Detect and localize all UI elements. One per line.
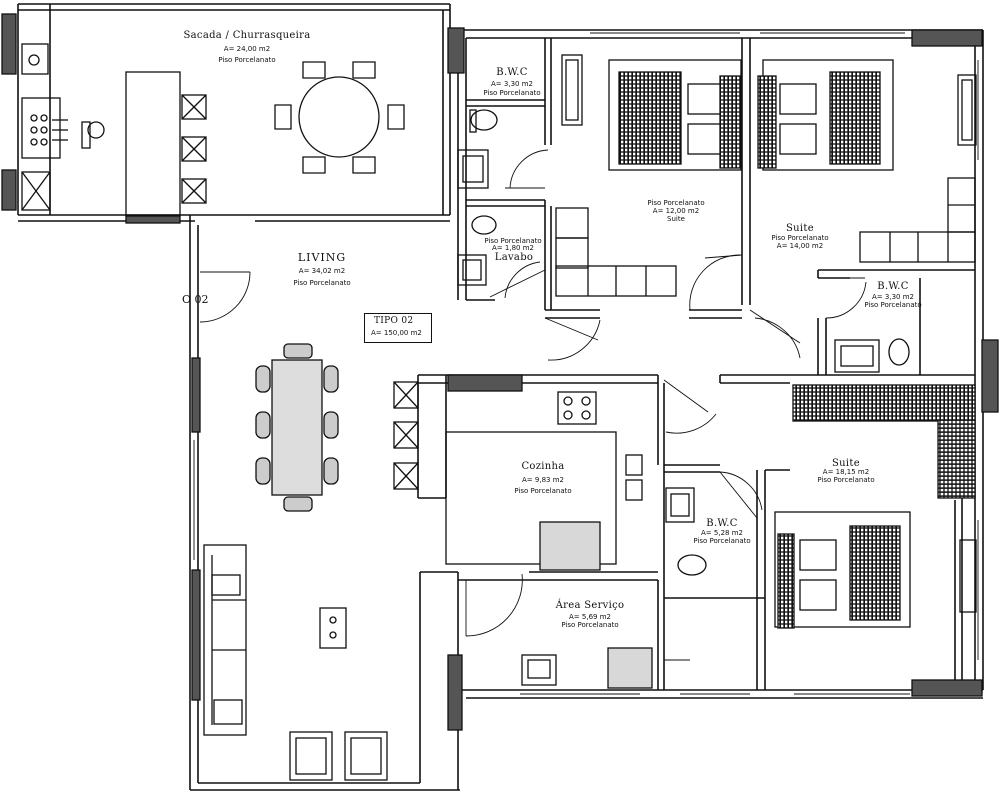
- room-floor-sacada: Piso Porcelanato: [218, 56, 276, 64]
- room-floor-living: Piso Porcelanato: [293, 279, 351, 287]
- room-area-sacada: A= 24,00 m2: [223, 45, 271, 53]
- bedrooms: [561, 54, 977, 629]
- room-name-area-servico: Área Serviço: [555, 600, 625, 611]
- room-floor-area-servico: Piso Porcelanato: [561, 621, 619, 629]
- room-name-living: LIVING: [297, 251, 347, 264]
- structural-columns: [1, 13, 999, 731]
- room-name-suite-1: Suite: [667, 215, 685, 223]
- room-area-bwc-right: A= 3,30 m2: [872, 293, 914, 301]
- room-name-bwc-mid: B.W.C: [706, 518, 738, 529]
- windows: [193, 32, 979, 695]
- tipo-title: TIPO 02: [374, 316, 414, 326]
- tipo-box: TIPO 02 A= 150,00 m2: [364, 313, 432, 343]
- room-area-cozinha: A= 9,83 m2: [522, 476, 564, 484]
- tipo-area: A= 150,00 m2: [371, 329, 422, 337]
- room-name-suite-3: Suite: [832, 458, 860, 469]
- room-name-suite-2: Suite: [786, 223, 814, 234]
- room-floor-suite-3: Piso Porcelanato: [817, 476, 875, 484]
- room-area-suite-1: A= 12,00 m2: [652, 207, 700, 215]
- room-name-cozinha: Cozinha: [521, 461, 565, 472]
- room-name-bwc-right: B.W.C: [877, 281, 909, 292]
- room-floor-suite-2: Piso Porcelanato: [771, 234, 829, 242]
- kitchen-fixtures: [445, 391, 653, 689]
- room-name-bwc-top: B.W.C: [496, 67, 528, 78]
- room-floor-bwc-right: Piso Porcelanato: [864, 301, 922, 309]
- room-floor-cozinha: Piso Porcelanato: [514, 487, 572, 495]
- door-swings: [199, 149, 867, 661]
- room-area-living: A= 34,02 m2: [298, 267, 346, 275]
- room-area-lavabo: A= 1,80 m2: [492, 244, 534, 252]
- room-floor-lavabo: Piso Porcelanato: [484, 237, 542, 245]
- room-area-suite-3: A= 18,15 m2: [822, 468, 870, 476]
- room-floor-suite-1: Piso Porcelanato: [647, 199, 705, 207]
- edge-label: O 02: [182, 293, 209, 306]
- hatched-shelves: [792, 384, 976, 499]
- room-area-area-servico: A= 5,69 m2: [569, 613, 611, 621]
- room-name-sacada: Sacada / Churrasqueira: [183, 30, 311, 41]
- living-furniture: [203, 343, 419, 781]
- room-area-suite-2: A= 14,00 m2: [776, 242, 824, 250]
- sacada-furniture: [21, 43, 405, 217]
- room-name-lavabo: Lavabo: [494, 252, 534, 263]
- room-floor-bwc-mid: Piso Porcelanato: [693, 537, 751, 545]
- room-area-bwc-mid: A= 5,28 m2: [701, 529, 743, 537]
- room-floor-bwc-top: Piso Porcelanato: [483, 89, 541, 97]
- room-area-bwc-top: A= 3,30 m2: [491, 80, 533, 88]
- wardrobes: [555, 177, 976, 297]
- bathroom-fixtures: [457, 109, 910, 576]
